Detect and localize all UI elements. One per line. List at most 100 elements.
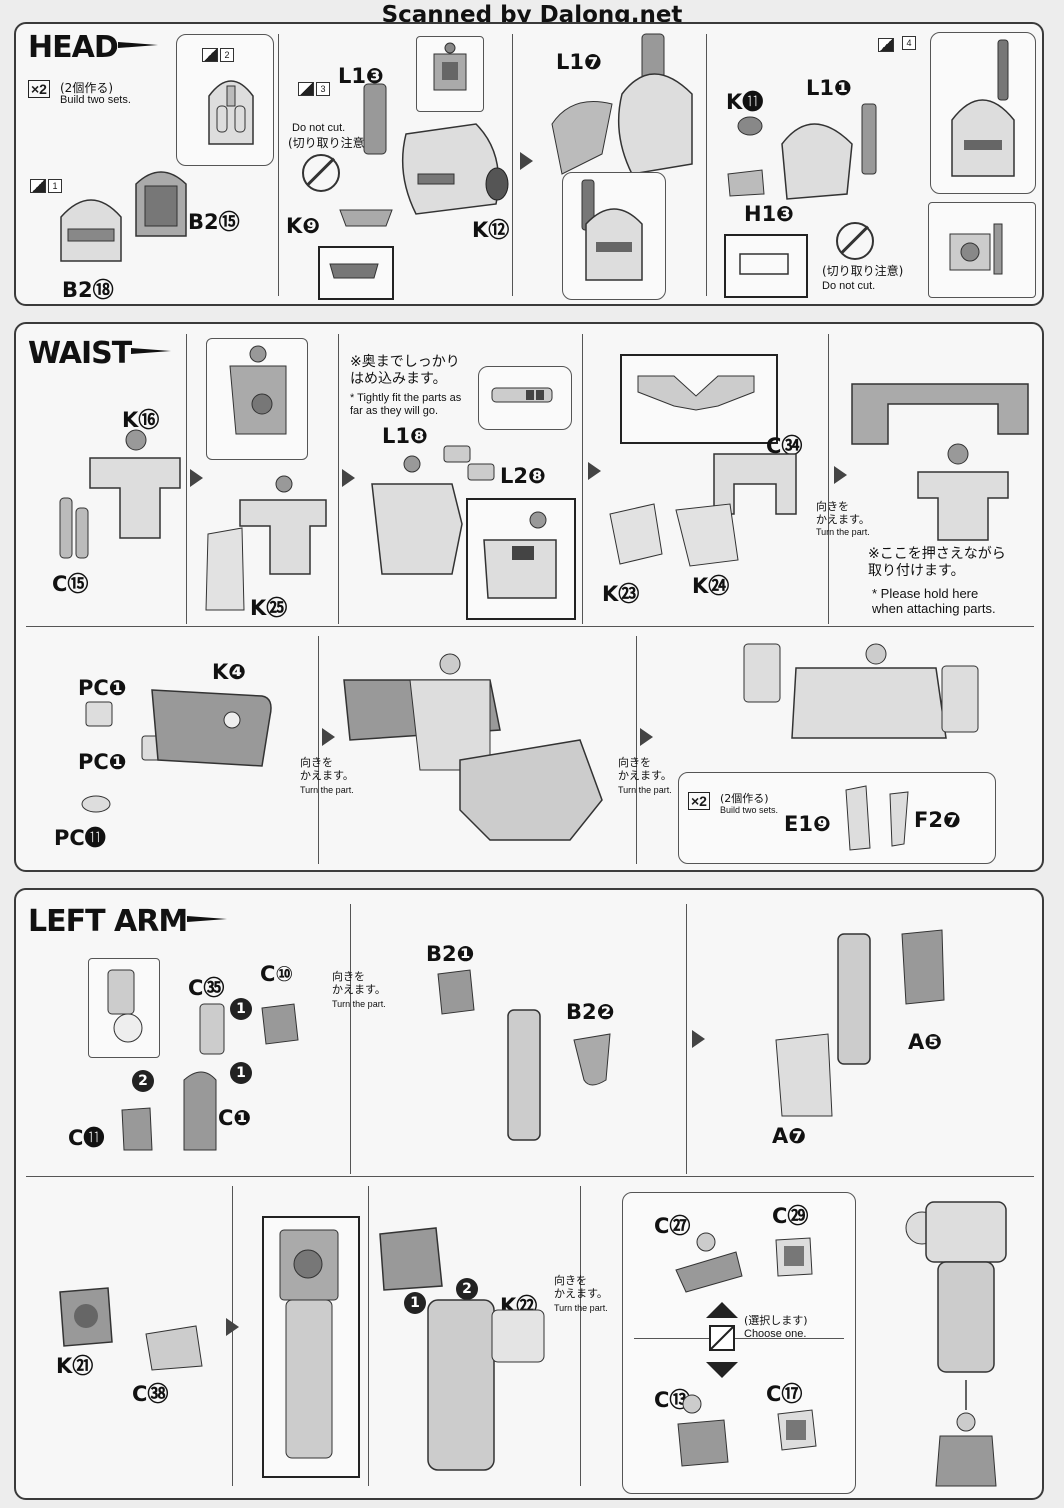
- head-step3-illustration: [551, 33, 693, 175]
- head-title: HEAD: [28, 30, 158, 65]
- step-number: 2: [132, 1070, 154, 1092]
- turn-note-en: Turn the part.: [554, 1303, 608, 1313]
- head-shell-illustration: [60, 199, 122, 262]
- part-label: K⑯: [122, 408, 160, 432]
- part-label: K❾: [286, 214, 321, 238]
- waist-step3-illustration: [371, 445, 495, 575]
- separator: [582, 334, 583, 624]
- part-label: PC❶: [78, 750, 127, 774]
- separator: [636, 636, 637, 864]
- waist-step4-illustration: [609, 453, 797, 567]
- forearm-detail-illustration: [279, 1229, 339, 1459]
- part-label: L1❽: [382, 424, 428, 448]
- build-two-jp: (2個作る): [720, 792, 769, 805]
- hand-base-illustration: [59, 1287, 203, 1371]
- part-label: K㉓: [602, 582, 640, 606]
- turn-note-jp: 向きを かえます。: [300, 756, 354, 782]
- build-two-en: Build two sets.: [60, 94, 131, 106]
- head-finished-illustration: [951, 39, 1015, 177]
- next-step-arrow: [520, 152, 533, 170]
- turn-note-en: Turn the part.: [332, 999, 386, 1009]
- head-step4-illustration: [727, 103, 877, 200]
- sticker-number: 3: [316, 82, 330, 96]
- separator: [338, 334, 339, 624]
- part-label: C㊳: [132, 1382, 169, 1406]
- part-label: C㉙: [772, 1204, 809, 1228]
- sticker-flag-icon: [298, 82, 314, 96]
- detail-callout: [678, 772, 996, 864]
- part-label: K⑫: [472, 218, 510, 242]
- build-two-badge: ×2: [688, 792, 710, 810]
- turn-note-jp: 向きを かえます。: [554, 1274, 608, 1300]
- separator: [278, 34, 279, 296]
- step-number: 1: [404, 1292, 426, 1314]
- waist-plate-illustration: [637, 375, 755, 411]
- visor-detail-illustration: [433, 42, 467, 91]
- turn-note-jp: 向きを かえます。: [816, 500, 870, 526]
- part-label: C⑮: [52, 572, 89, 596]
- part-label: PC⓫: [54, 826, 106, 850]
- turn-note-jp: 向きを かえます。: [618, 756, 672, 782]
- part-label: PC❶: [78, 676, 127, 700]
- separator: [318, 636, 319, 864]
- part-label: C⑰: [766, 1382, 803, 1406]
- part-detail-box: [724, 234, 808, 298]
- no-cut-jp: (切り取り注意): [288, 136, 370, 150]
- part-label: B2❷: [566, 1000, 615, 1024]
- hand-options-callout: [622, 1192, 856, 1494]
- peg-detail-illustration: [491, 387, 553, 403]
- waist-title: WAIST: [28, 336, 172, 371]
- waist-pc-illustration: [81, 689, 272, 813]
- step-number: 1: [230, 998, 252, 1020]
- sticker-number: 4: [902, 36, 916, 50]
- part-label: L2❽: [500, 464, 546, 488]
- next-step-arrow: [342, 469, 355, 487]
- choose-one-icon: [706, 1302, 738, 1378]
- waist-detail-illustration: [483, 511, 557, 599]
- visor-detail-illustration: [329, 263, 379, 279]
- build-two-en: Build two sets.: [720, 805, 779, 815]
- elbow-parts-illustration: [121, 1003, 299, 1151]
- part-label: L1❼: [556, 50, 602, 74]
- part-label: K⓫: [726, 90, 764, 114]
- turn-note-en: Turn the part.: [300, 785, 354, 795]
- build-two-jp: (2個作る): [60, 81, 113, 95]
- waist-step2-illustration: [205, 475, 327, 611]
- fit-note-jp: ※奥までしっかり はめ込みます。: [350, 354, 460, 387]
- step-number: 2: [456, 1278, 478, 1300]
- next-step-arrow: [588, 462, 601, 480]
- waist-detail-illustration: [229, 345, 287, 435]
- head-assembly-illustration: [363, 83, 500, 215]
- fist-hand-illustration: [677, 1394, 817, 1467]
- part-label: K㉔: [692, 574, 730, 598]
- hold-note-jp: ※ここを押さえながら 取り付けます。: [868, 546, 1006, 579]
- separator: [186, 334, 187, 624]
- separator: [350, 904, 351, 1174]
- turn-note-en: Turn the part.: [618, 785, 672, 795]
- separator: [686, 904, 687, 1174]
- choose-en: Choose one.: [744, 1328, 807, 1340]
- waist-panel: WAIST K⑯ C⑮ K㉕ ※奥までしっかり はめ込みます。 * Tightl…: [14, 322, 1044, 872]
- left-arm-title: LEFT ARM: [28, 904, 228, 939]
- separator: [26, 626, 1034, 627]
- head-panel: HEAD ×2 (2個作る) Build two sets. 1 2 B2⑮ B…: [14, 22, 1044, 306]
- part-label: C⑩: [260, 962, 294, 986]
- no-cut-jp: (切り取り注意): [822, 264, 904, 278]
- part-label: K㉕: [250, 596, 288, 620]
- forearm-step4-illustration: [379, 1227, 545, 1471]
- next-step-arrow: [322, 728, 335, 746]
- turn-note-en: Turn the part.: [816, 527, 870, 537]
- next-step-arrow: [834, 466, 847, 484]
- choose-jp: (選択します): [744, 1314, 808, 1327]
- part-label: H1❸: [744, 202, 794, 226]
- part-label: C❶: [218, 1106, 252, 1130]
- sticker-number: 2: [220, 48, 234, 62]
- side-armor-illustration: [845, 785, 909, 851]
- step-number: 1: [230, 1062, 252, 1084]
- arm-finished-illustration: [905, 1201, 1007, 1487]
- no-cut-en: Do not cut.: [292, 122, 346, 134]
- part-label: F2❼: [914, 808, 961, 832]
- forearm-step3-illustration: [775, 929, 945, 1117]
- no-cut-en: Do not cut.: [822, 280, 876, 292]
- fit-note-en: * Tightly fit the parts as far as they w…: [350, 392, 462, 417]
